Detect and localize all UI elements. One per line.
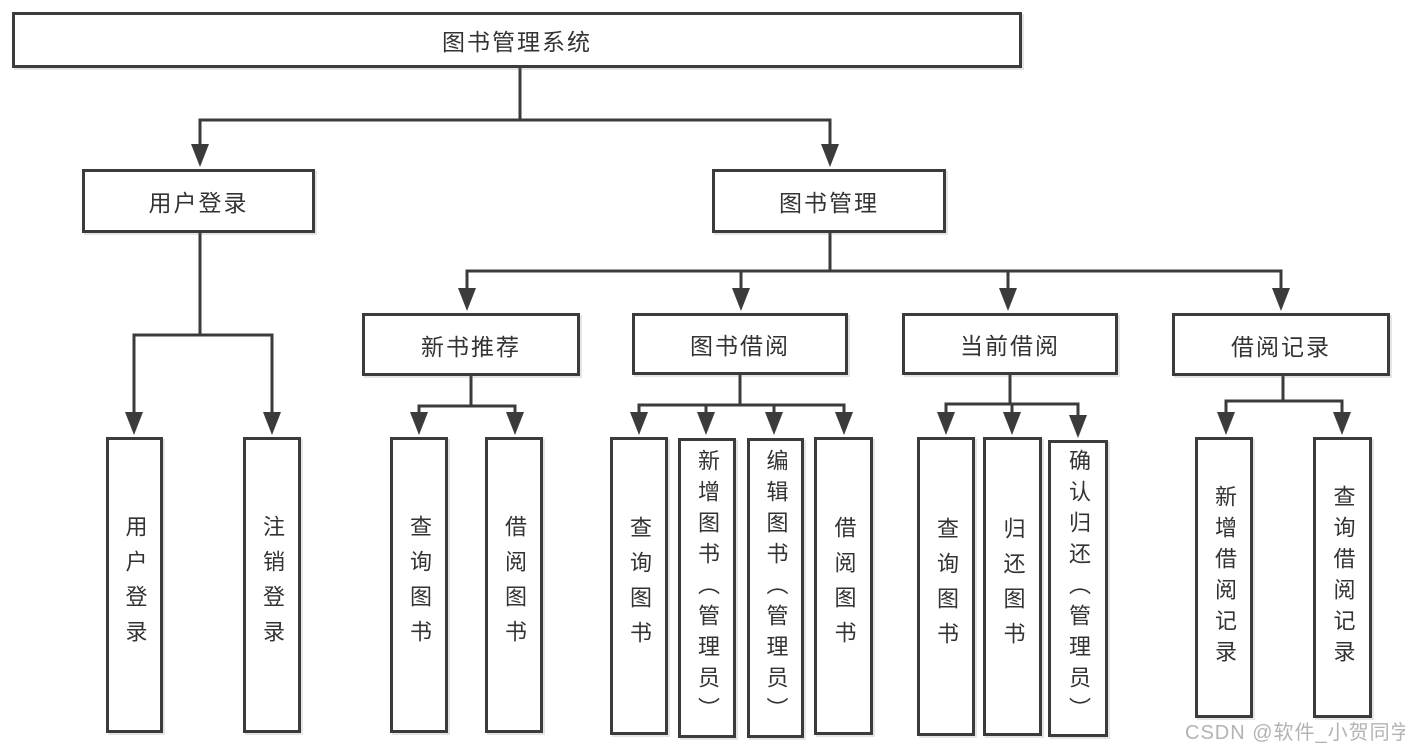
- leaf-records-query-record-label: 查询借阅记录: [1330, 484, 1356, 671]
- leaf-current-confirm-return-admin: 确认归还（管理员）: [1048, 440, 1108, 737]
- arrowhead: [999, 288, 1017, 311]
- node-new-book-recommend-label: 新书推荐: [421, 333, 521, 360]
- leaf-user-login-label: 用户登录: [122, 515, 148, 655]
- arrowhead: [1069, 415, 1087, 438]
- node-new-book-recommend: 新书推荐: [362, 313, 580, 376]
- leaf-borrow-add-books-admin: 新增图书（管理员）: [678, 438, 736, 738]
- leaf-recommend-query-books-label: 查询图书: [407, 515, 432, 655]
- node-borrow-records: 借阅记录: [1172, 313, 1390, 376]
- node-book-borrow-label: 图书借阅: [690, 333, 790, 359]
- arrowhead: [697, 412, 715, 435]
- arrowhead: [835, 412, 853, 435]
- csdn-watermark: CSDN @软件_小贺同学: [1185, 722, 1405, 744]
- leaf-current-query-books: 查询图书: [917, 437, 975, 736]
- connector-userlogin-to-leaves: [132, 231, 274, 416]
- arrowhead: [732, 288, 750, 311]
- leaf-borrow-query-books-label: 查询图书: [627, 516, 652, 656]
- node-book-manage: 图书管理: [712, 169, 946, 233]
- leaf-records-add-record-label: 新增借阅记录: [1212, 484, 1237, 671]
- connector-root-to-level2: [198, 66, 832, 148]
- arrowhead: [765, 412, 783, 435]
- leaf-current-return-books-label: 归还图书: [1000, 516, 1026, 657]
- node-borrow-records-label: 借阅记录: [1231, 333, 1331, 360]
- leaf-borrow-query-books: 查询图书: [610, 437, 668, 735]
- leaf-borrow-add-books-admin-label: 新增图书（管理员）: [695, 448, 720, 728]
- leaf-borrow-edit-books-admin: 编辑图书（管理员）: [747, 438, 804, 738]
- leaf-borrow-borrow-books-label: 借阅图书: [831, 516, 857, 656]
- arrowhead: [263, 412, 281, 435]
- leaf-current-confirm-return-admin-label: 确认归还（管理员）: [1066, 449, 1091, 728]
- arrowhead: [937, 412, 955, 435]
- leaf-records-query-record: 查询借阅记录: [1313, 437, 1372, 718]
- leaf-logout: 注销登录: [243, 437, 301, 733]
- arrowheads: [125, 144, 1351, 438]
- leaf-user-login: 用户登录: [106, 437, 163, 733]
- node-user-login-label: 用户登录: [148, 190, 249, 216]
- connector-borrowrecords-to-leaves: [1224, 374, 1344, 416]
- leaf-current-query-books-label: 查询图书: [934, 516, 959, 657]
- arrowhead: [125, 412, 143, 435]
- arrowhead: [410, 412, 428, 435]
- node-current-borrow: 当前借阅: [902, 313, 1118, 375]
- leaf-borrow-borrow-books: 借阅图书: [814, 437, 873, 735]
- node-book-borrow: 图书借阅: [632, 313, 848, 375]
- leaf-logout-label: 注销登录: [260, 515, 285, 655]
- arrowhead: [458, 288, 476, 311]
- connector-bookmanage-to-level3: [465, 231, 1283, 292]
- node-book-manage-label: 图书管理: [779, 190, 879, 216]
- arrowhead: [1217, 412, 1235, 435]
- arrowhead: [821, 144, 839, 167]
- arrowhead: [630, 412, 648, 435]
- leaf-recommend-query-books: 查询图书: [390, 437, 448, 733]
- leaf-borrow-edit-books-admin-label: 编辑图书（管理员）: [763, 448, 789, 728]
- arrowhead: [1003, 412, 1021, 435]
- leaf-recommend-borrow-books: 借阅图书: [485, 437, 543, 733]
- node-current-borrow-label: 当前借阅: [960, 333, 1060, 359]
- leaf-records-add-record: 新增借阅记录: [1195, 437, 1253, 718]
- arrowhead: [1272, 288, 1290, 311]
- leaf-current-return-books: 归还图书: [983, 437, 1042, 736]
- leaf-recommend-borrow-books-label: 借阅图书: [502, 515, 527, 655]
- node-root: 图书管理系统: [12, 12, 1022, 68]
- node-user-login: 用户登录: [82, 169, 315, 233]
- arrowhead: [191, 144, 209, 167]
- connector-currentborrow-to-leaves: [944, 373, 1080, 419]
- connector-bookborrow-to-leaves: [637, 373, 846, 416]
- connector-newbook-to-leaves: [417, 374, 517, 416]
- arrowhead: [506, 412, 524, 435]
- node-root-label: 图书管理系统: [442, 29, 592, 55]
- arrowhead: [1333, 412, 1351, 435]
